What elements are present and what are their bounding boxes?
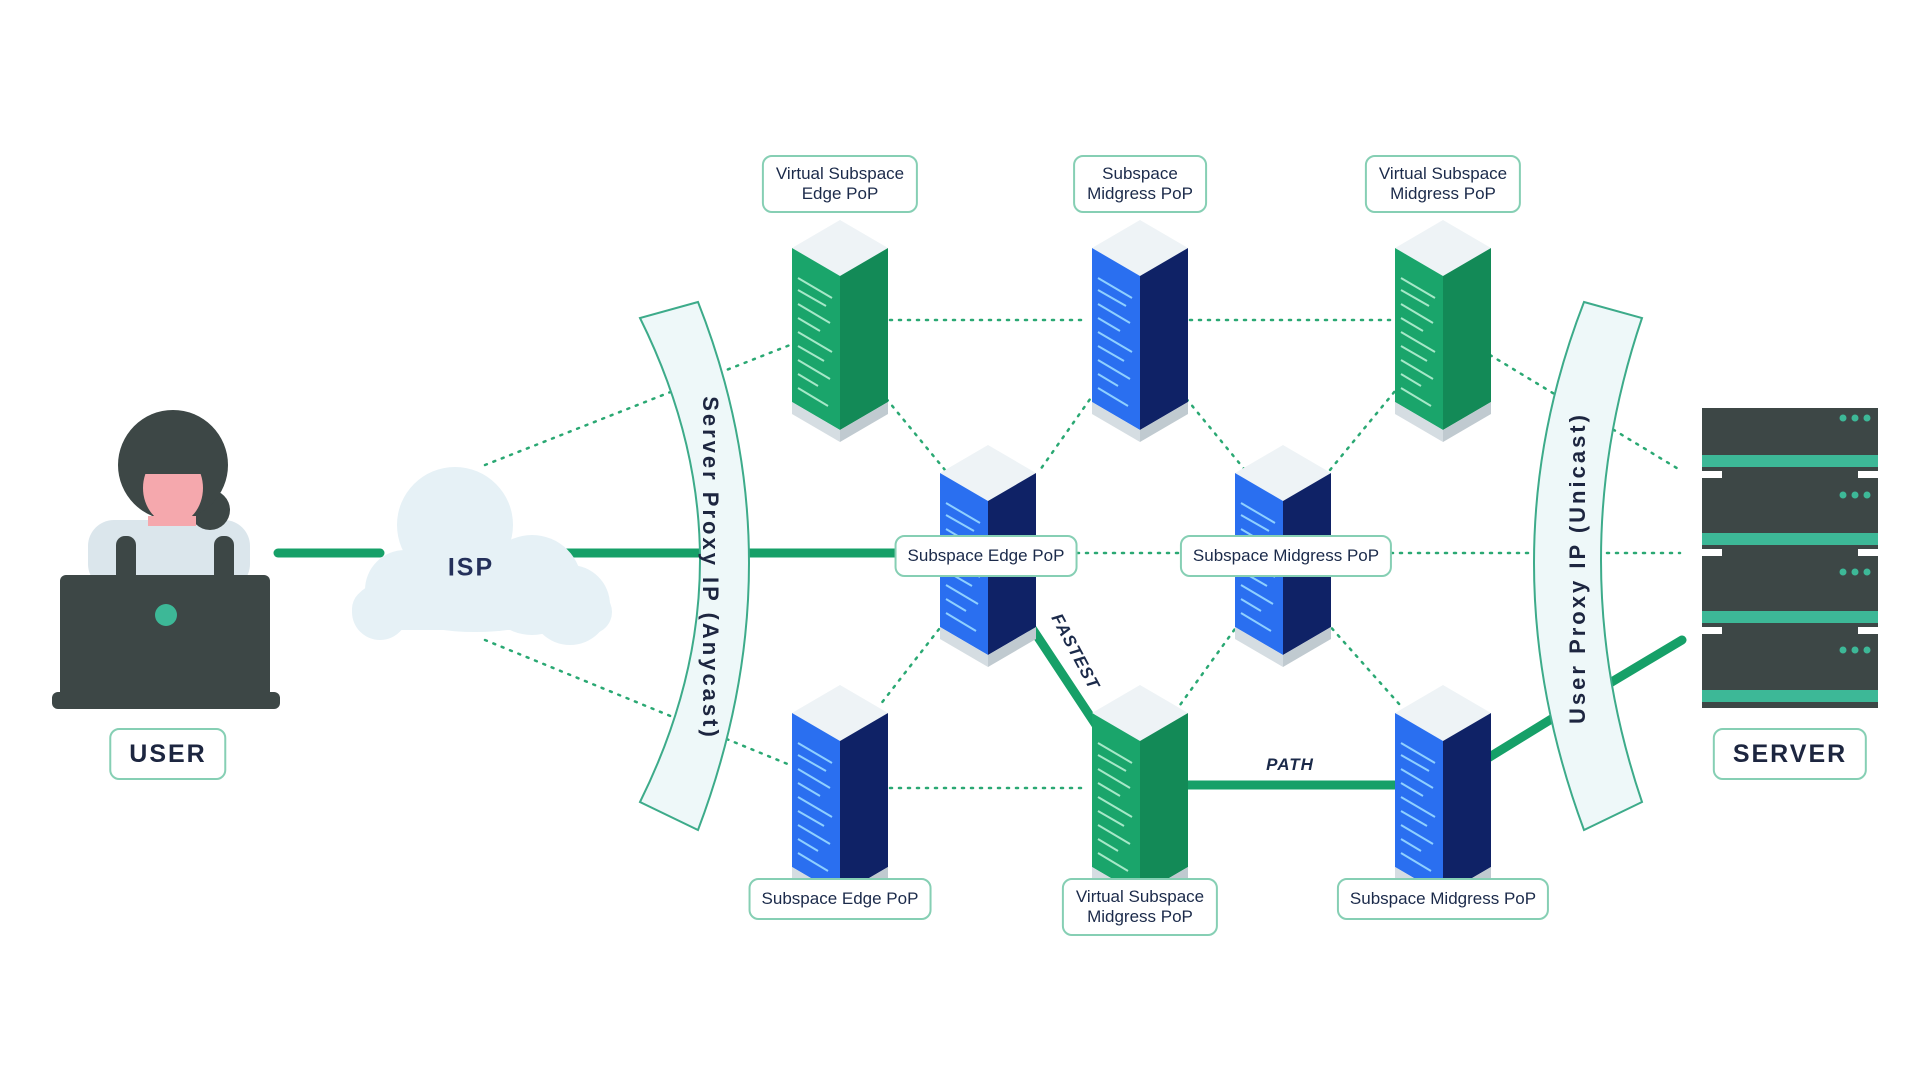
pop-label-bot-mid: Virtual Subspace Midgress PoP (1061, 878, 1219, 936)
laptop-logo-icon (155, 604, 177, 626)
pop-tower-top-right (1394, 219, 1492, 443)
pop-label-mid-right: Subspace Midgress PoP (1179, 535, 1393, 577)
isp-cloud-icon (352, 467, 612, 645)
path-tag: PATH (1266, 755, 1314, 774)
pop-label-mid-left: Subspace Edge PoP (894, 535, 1078, 577)
pop-label-top-right: Virtual Subspace Midgress PoP (1364, 155, 1522, 213)
pop-tower-top-mid (1091, 219, 1189, 443)
mesh-dotted-links (483, 318, 1682, 790)
user-icon (52, 410, 280, 709)
pop-label-bot-left: Subspace Edge PoP (748, 878, 932, 920)
pop-tower-bot-right (1394, 684, 1492, 908)
pop-tower-bot-left (791, 684, 889, 908)
pop-tower-top-left (791, 219, 889, 443)
user-label: USER (109, 728, 227, 780)
server-proxy-arc (638, 300, 750, 832)
user-proxy-arc (1533, 300, 1644, 832)
server-label: SERVER (1712, 728, 1868, 780)
pop-tower-bot-mid (1091, 684, 1189, 908)
server-proxy-label: Server Proxy IP (Anycast) (698, 396, 723, 740)
pop-label-top-left: Virtual Subspace Edge PoP (761, 155, 919, 213)
user-proxy-label: User Proxy IP (Unicast) (1565, 412, 1590, 724)
server-rack-icon (1702, 408, 1878, 708)
isp-label: ISP (447, 553, 495, 582)
pop-label-bot-right: Subspace Midgress PoP (1336, 878, 1550, 920)
pop-label-top-mid: Subspace Midgress PoP (1073, 155, 1207, 213)
